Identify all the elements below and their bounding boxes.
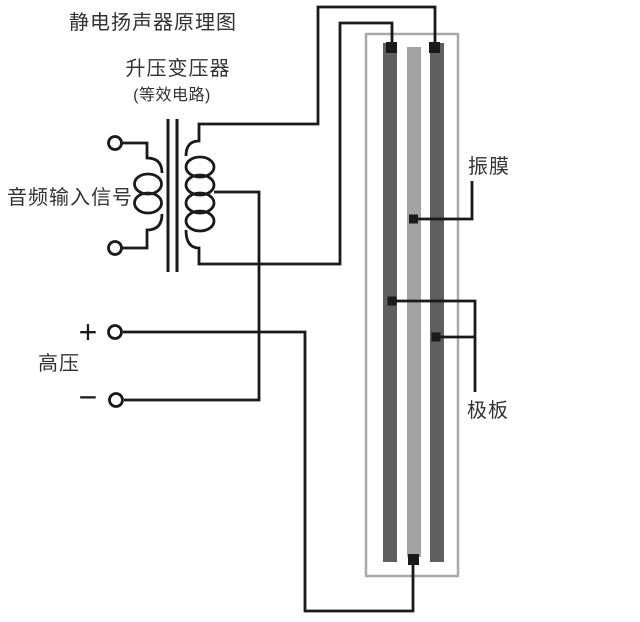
leader-line-plates [392, 299, 477, 392]
wire-secondary-top-to-right-plate [184, 5, 437, 157]
secondary-coil-loop [184, 155, 216, 179]
wire-primary-top [122, 141, 164, 174]
minus-sign: − [79, 379, 98, 415]
page-title: 静电扬声器原理图 [69, 11, 237, 34]
secondary-coil-loop [184, 173, 216, 197]
primary-coil-loop [133, 191, 163, 215]
leader-line-diaphragm [418, 181, 474, 221]
plate-right-marker [431, 332, 441, 342]
secondary-coil-loop [184, 191, 216, 215]
diaphragm-label: 振膜 [468, 155, 510, 178]
diaphragm-bottom-terminal [408, 554, 419, 565]
secondary-coil-loop [184, 209, 216, 233]
audio-input-terminal-top [107, 135, 123, 151]
primary-coil-loop [133, 172, 163, 196]
high-voltage-label: 高压 [38, 352, 80, 375]
plus-sign: + [79, 314, 98, 350]
wire-secondary-bottom-to-left-plate [184, 21, 394, 266]
transformer-sublabel: (等效电路) [133, 86, 211, 104]
audio-input-terminal-bottom [107, 240, 123, 256]
right-plate-top-terminal [429, 42, 440, 53]
wire-primary-bottom [122, 213, 164, 250]
wire-center-tap-to-minus [124, 190, 261, 402]
plate-bar-right [430, 43, 444, 562]
transformer-label: 升压变压器 [126, 57, 231, 80]
wire-plus-to-diaphragm [123, 330, 415, 613]
audio-input-label: 音频输入信号 [7, 186, 133, 209]
hv-terminal-plus [107, 324, 123, 340]
left-plate-top-terminal [386, 42, 397, 53]
plate-left-marker [387, 296, 397, 306]
hv-terminal-minus [108, 392, 124, 408]
diaphragm-marker [409, 214, 418, 224]
plate-label: 极板 [467, 399, 509, 422]
